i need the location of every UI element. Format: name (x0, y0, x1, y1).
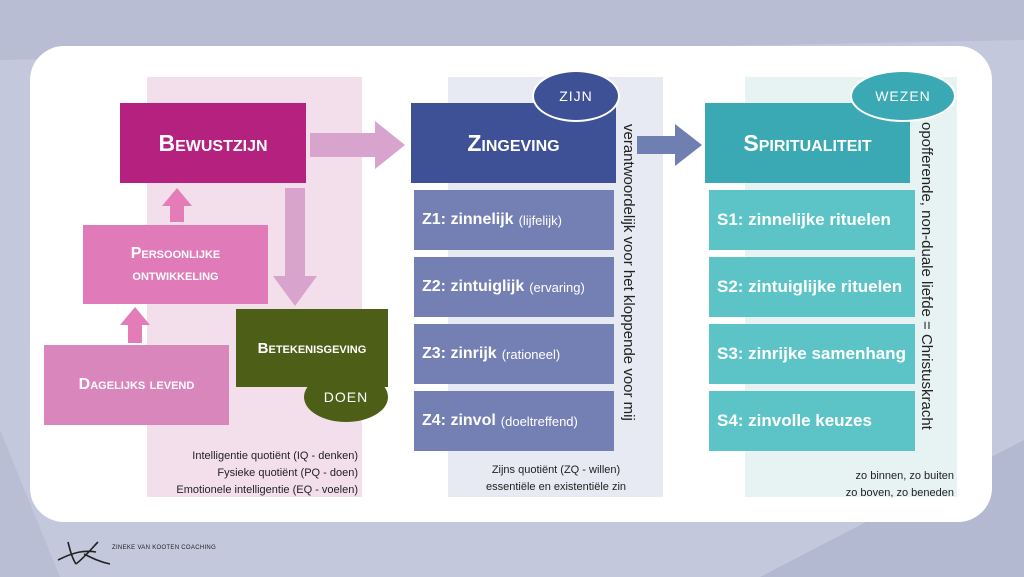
s4-item: S4: zinvolle keuzes (709, 391, 915, 451)
zijn-label: ZIJN (559, 88, 593, 104)
s3-label: S3: zinrijke samenhang (717, 344, 906, 363)
s2-item: S2: zintuiglijke rituelen (709, 257, 915, 317)
zingeving-title: Zingeving (467, 129, 560, 156)
note-zin: essentiële en existentiële zin (485, 481, 627, 493)
zingeving-notes: Zijns quotiënt (ZQ - willen) essentiële … (450, 462, 662, 496)
z1-item: Z1: zinnelijk(lijfelijk) (414, 190, 614, 250)
arrow-right-zingeving-spiritualiteit (637, 124, 702, 166)
dagelijks-levend-box: Dagelijks levend (44, 345, 229, 425)
arrow-up-to-persoonlijke (120, 307, 150, 343)
arrow-down-to-betekenisgeving (273, 188, 317, 306)
wezen-oval: WEZEN (850, 70, 956, 122)
wezen-label: WEZEN (875, 88, 931, 104)
logo-signature (57, 541, 111, 565)
note-eq: Emotionele intelligentie (EQ - voelen) (176, 484, 358, 496)
z4-label: Z4: zinvol (422, 412, 496, 429)
z2-label: Z2: zintuiglijk (422, 278, 525, 295)
z1-paren: (lijfelijk) (518, 212, 562, 228)
s4-label: S4: zinvolle keuzes (717, 411, 872, 430)
arrow-right-bewustzijn-zingeving (310, 121, 405, 169)
dagelijks-label: Dagelijks levend (78, 376, 195, 393)
persoonlijke-line1: Persoonlijke (130, 244, 221, 262)
z2-item: Z2: zintuiglijk(ervaring) (414, 257, 614, 317)
persoonlijke-line2: ontwikkeling (132, 266, 219, 284)
note-zq: Zijns quotiënt (ZQ - willen) (491, 464, 621, 476)
spiritualiteit-vertical-text: opofferende, non-duale liefde = Christus… (918, 122, 935, 430)
zingeving-vertical-text: verantwoordelijk voor het kloppende voor… (620, 124, 637, 421)
zingeving-divider (409, 188, 412, 452)
spiritualiteit-box: Spiritualiteit (705, 103, 910, 183)
logo-text: ZINEKE VAN KOOTEN COACHING (112, 545, 217, 551)
z1-label: Z1: zinnelijk (422, 211, 514, 228)
persoonlijke-ontwikkeling-box: Persoonlijke ontwikkeling (83, 225, 268, 304)
s3-item: S3: zinrijke samenhang (709, 324, 915, 384)
s2-label: S2: zintuiglijke rituelen (717, 277, 903, 296)
arrow-up-to-bewustzijn (162, 188, 192, 222)
spiritualiteit-notes: zo binnen, zo buiten zo boven, zo benede… (760, 468, 954, 502)
bewustzijn-notes: Intelligentie quotiënt (IQ - denken) Fys… (150, 448, 358, 499)
doen-label: DOEN (323, 389, 369, 405)
s1-label: S1: zinnelijke rituelen (717, 210, 891, 229)
z2-paren: (ervaring) (529, 279, 585, 295)
note-binnen: zo binnen, zo buiten (855, 470, 954, 482)
spiritualiteit-title: Spiritualiteit (743, 129, 872, 156)
zijn-oval: ZIJN (532, 70, 620, 122)
z3-item: Z3: zinrijk(rationeel) (414, 324, 614, 384)
z3-paren: (rationeel) (501, 346, 561, 362)
note-boven: zo boven, zo beneden (845, 487, 954, 499)
note-iq: Intelligentie quotiënt (IQ - denken) (192, 450, 358, 462)
z4-paren: (doeltreffend) (500, 413, 578, 429)
zingeving-box: Zingeving (411, 103, 616, 183)
z4-item: Z4: zinvol(doeltreffend) (414, 391, 614, 451)
bewustzijn-box: Bewustzijn (120, 103, 306, 183)
z3-label: Z3: zinrijk (422, 345, 497, 362)
doen-oval: DOEN (304, 372, 388, 422)
s1-item: S1: zinnelijke rituelen (709, 190, 915, 250)
betekenisgeving-label: Betekenisgeving (257, 339, 367, 357)
bewustzijn-title: Bewustzijn (158, 129, 268, 156)
spiritualiteit-divider (705, 188, 708, 452)
note-pq: Fysieke quotiënt (PQ - doen) (217, 467, 358, 479)
